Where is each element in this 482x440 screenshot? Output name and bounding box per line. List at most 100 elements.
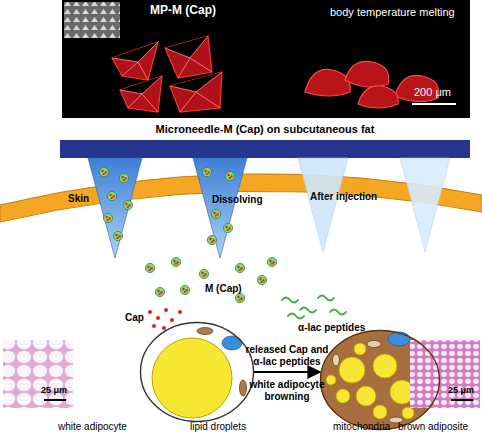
illustration-line [412, 103, 456, 105]
annotation-label: After injection [310, 191, 377, 203]
illustration-circle [373, 405, 387, 419]
illustration-rect [3, 340, 73, 408]
node-text: white adipocyte [58, 421, 127, 433]
illustration-circle [339, 357, 365, 383]
node-text: 200 μm [414, 86, 451, 99]
illustration-ellipse [388, 332, 410, 346]
annotation-label: α-lac peptides [298, 322, 365, 334]
illustration-path [330, 310, 346, 315]
illustration-polygon [165, 36, 212, 78]
annotation-label: Cap [125, 312, 144, 324]
histology-image: 25 μm [3, 340, 73, 408]
illustration-polygon [170, 72, 222, 112]
illustration-use [113, 231, 122, 240]
white-adipocyte-cell: white adipocyte [140, 322, 254, 422]
illustration-use [199, 269, 208, 278]
illustration-use [257, 275, 266, 284]
illustration-use [99, 167, 108, 176]
cell-membrane [141, 323, 254, 422]
node-text: Microneedle-M (Cap) on subcutaneous fat [60, 123, 470, 136]
illustration-path [170, 72, 222, 112]
illustration-g [112, 36, 222, 112]
illustration-use [235, 263, 244, 272]
illustration-line [451, 399, 473, 401]
illustration-rect [60, 140, 470, 158]
illustration-use [107, 191, 116, 200]
image-panel: MP-M (Cap) body temperature melting 200 μm [62, 0, 470, 118]
illustration-path [305, 69, 350, 96]
illustration-use [223, 223, 232, 232]
illustration-ellipse [367, 341, 381, 348]
illustration-polygon [112, 42, 158, 80]
illustration-path [318, 296, 334, 301]
illustration-polygon [193, 158, 247, 258]
illustration-path [112, 42, 158, 80]
illustration-circle [354, 343, 366, 355]
illustration-polygon [88, 158, 142, 258]
illustration-circle [170, 318, 174, 322]
illustration-use [225, 171, 234, 180]
brown-adipocyte-cell: brown adiposite [320, 330, 440, 430]
annotation-label: mitochondria [333, 421, 390, 433]
node-text: MP-M (Cap) [150, 4, 216, 18]
illustration-circle [152, 338, 232, 418]
illustration-path [282, 298, 298, 303]
cell-membrane [321, 331, 440, 430]
illustration-use [119, 173, 128, 182]
annotation-label: Skin [68, 193, 89, 205]
illustration-use [180, 285, 189, 294]
illustration-polygon [298, 158, 348, 252]
illustration-rect [62, 0, 470, 118]
illustration-circle [148, 310, 152, 314]
cell-outline [140, 322, 254, 422]
illustration-circle [178, 310, 182, 314]
edge-label: released Cap and α-lac peptides [241, 344, 333, 367]
illustration-use [145, 263, 154, 272]
illustration-ellipse [140, 322, 254, 422]
illustration-circle [162, 326, 166, 330]
illustration-use [155, 287, 164, 296]
node-text: brown adiposite [398, 421, 468, 433]
illustration-use [123, 200, 132, 209]
illustration-circle [326, 375, 336, 385]
illustration-rect [64, 2, 120, 38]
illustration-path [300, 308, 316, 313]
illustration-ellipse [197, 328, 213, 335]
illustration-g [112, 36, 222, 112]
annotation-label: Dissolving [212, 194, 263, 206]
illustration-g [305, 61, 439, 108]
illustration-g [282, 296, 346, 319]
illustration-use [202, 167, 211, 176]
illustration-use [171, 257, 180, 266]
illustration-path [345, 61, 389, 87]
illustration-rect [410, 340, 480, 408]
node-text: 25 μm [41, 385, 67, 395]
illustration-use [267, 257, 276, 266]
illustration-use [211, 209, 220, 218]
node-text: body temperature melting [330, 6, 455, 19]
illustration-circle [156, 316, 160, 320]
flow-arrow [254, 371, 320, 373]
illustration-use [103, 213, 112, 222]
illustration-ellipse [240, 380, 247, 396]
illustration-polygon [120, 76, 162, 112]
illustration-path [120, 76, 162, 112]
illustration-circle [373, 354, 397, 378]
illustration-circle [336, 389, 350, 403]
illustration-ellipse [333, 354, 340, 366]
annotation-label: lipid droplets [190, 421, 246, 433]
node-text: 25 μm [448, 385, 474, 395]
annotation-label: M (Cap) [205, 283, 242, 295]
cell-outline [320, 330, 440, 430]
annotation-label: white adipocyte browning [241, 379, 333, 402]
microneedle-patch: Microneedle-M (Cap) on subcutaneous fat [60, 140, 470, 158]
illustration-path [358, 86, 398, 108]
illustration-line [44, 399, 66, 401]
illustration-path [165, 36, 212, 78]
illustration-polygon [400, 158, 450, 252]
illustration-circle [402, 407, 414, 419]
illustration-circle [164, 308, 168, 312]
illustration-use [207, 235, 216, 244]
